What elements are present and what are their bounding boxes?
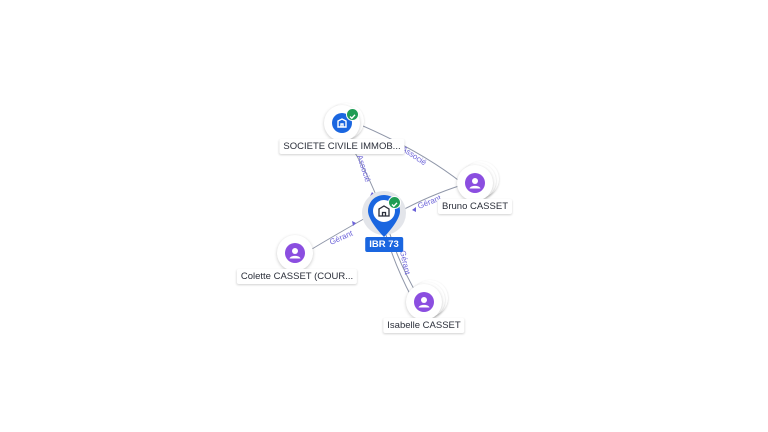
person-icon: [285, 243, 305, 263]
edge-bruno-sci: [355, 122, 463, 184]
verified-check-icon: [346, 108, 359, 121]
edge-arrow: [412, 207, 416, 212]
node-label-sci: SOCIETE CIVILE IMMOB...: [279, 139, 405, 154]
verified-check-icon: [388, 196, 401, 209]
person-icon: [414, 292, 434, 312]
node-label-center: IBR 73: [365, 237, 403, 252]
person-icon: [465, 173, 485, 193]
node-label-bruno: Bruno CASSET: [438, 199, 512, 214]
edge-label-associe-sci: Associé: [355, 154, 372, 184]
node-label-isabelle: Isabelle CASSET: [383, 318, 465, 333]
edge-arrow: [352, 221, 356, 226]
edge-label-gerant-isabelle: Gérant: [398, 250, 412, 277]
node-label-colette: Colette CASSET (COUR...: [236, 269, 358, 284]
